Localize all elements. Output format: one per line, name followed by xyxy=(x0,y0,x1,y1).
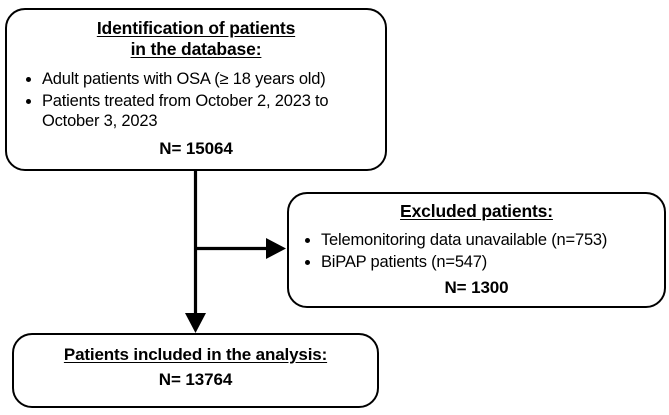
node-excluded-bullets: Telemonitoring data unavailable (n=753) … xyxy=(289,230,664,272)
node-excluded-count: N= 1300 xyxy=(444,278,509,297)
node-identification-title-line2: in the database: xyxy=(130,39,262,59)
node-included-count: N= 13764 xyxy=(158,370,233,389)
list-item: BiPAP patients (n=547) xyxy=(305,252,664,273)
node-excluded: Excluded patients: Telemonitoring data u… xyxy=(287,192,666,308)
node-identification-count: N= 15064 xyxy=(159,138,233,158)
arrowhead-down-icon xyxy=(185,313,206,333)
node-included-title: Patients included in the analysis: xyxy=(14,344,377,365)
node-identification-title: Identification of patients in the databa… xyxy=(7,18,385,60)
list-item: Adult patients with OSA (≥ 18 years old) xyxy=(26,69,385,90)
node-excluded-title-line1: Excluded patients: xyxy=(400,201,553,221)
node-identification-bullets: Adult patients with OSA (≥ 18 years old)… xyxy=(7,69,385,132)
node-included-title-line1: Patients included in the analysis: xyxy=(63,345,328,364)
node-included: Patients included in the analysis: N= 13… xyxy=(12,333,379,408)
list-item: Telemonitoring data unavailable (n=753) xyxy=(305,230,664,251)
list-item: Patients treated from October 2, 2023 to… xyxy=(26,91,385,132)
arrowhead-right-icon xyxy=(266,238,286,259)
node-identification-title-line1: Identification of patients xyxy=(96,18,296,38)
node-identification: Identification of patients in the databa… xyxy=(5,8,387,171)
node-excluded-title: Excluded patients: xyxy=(289,201,664,222)
